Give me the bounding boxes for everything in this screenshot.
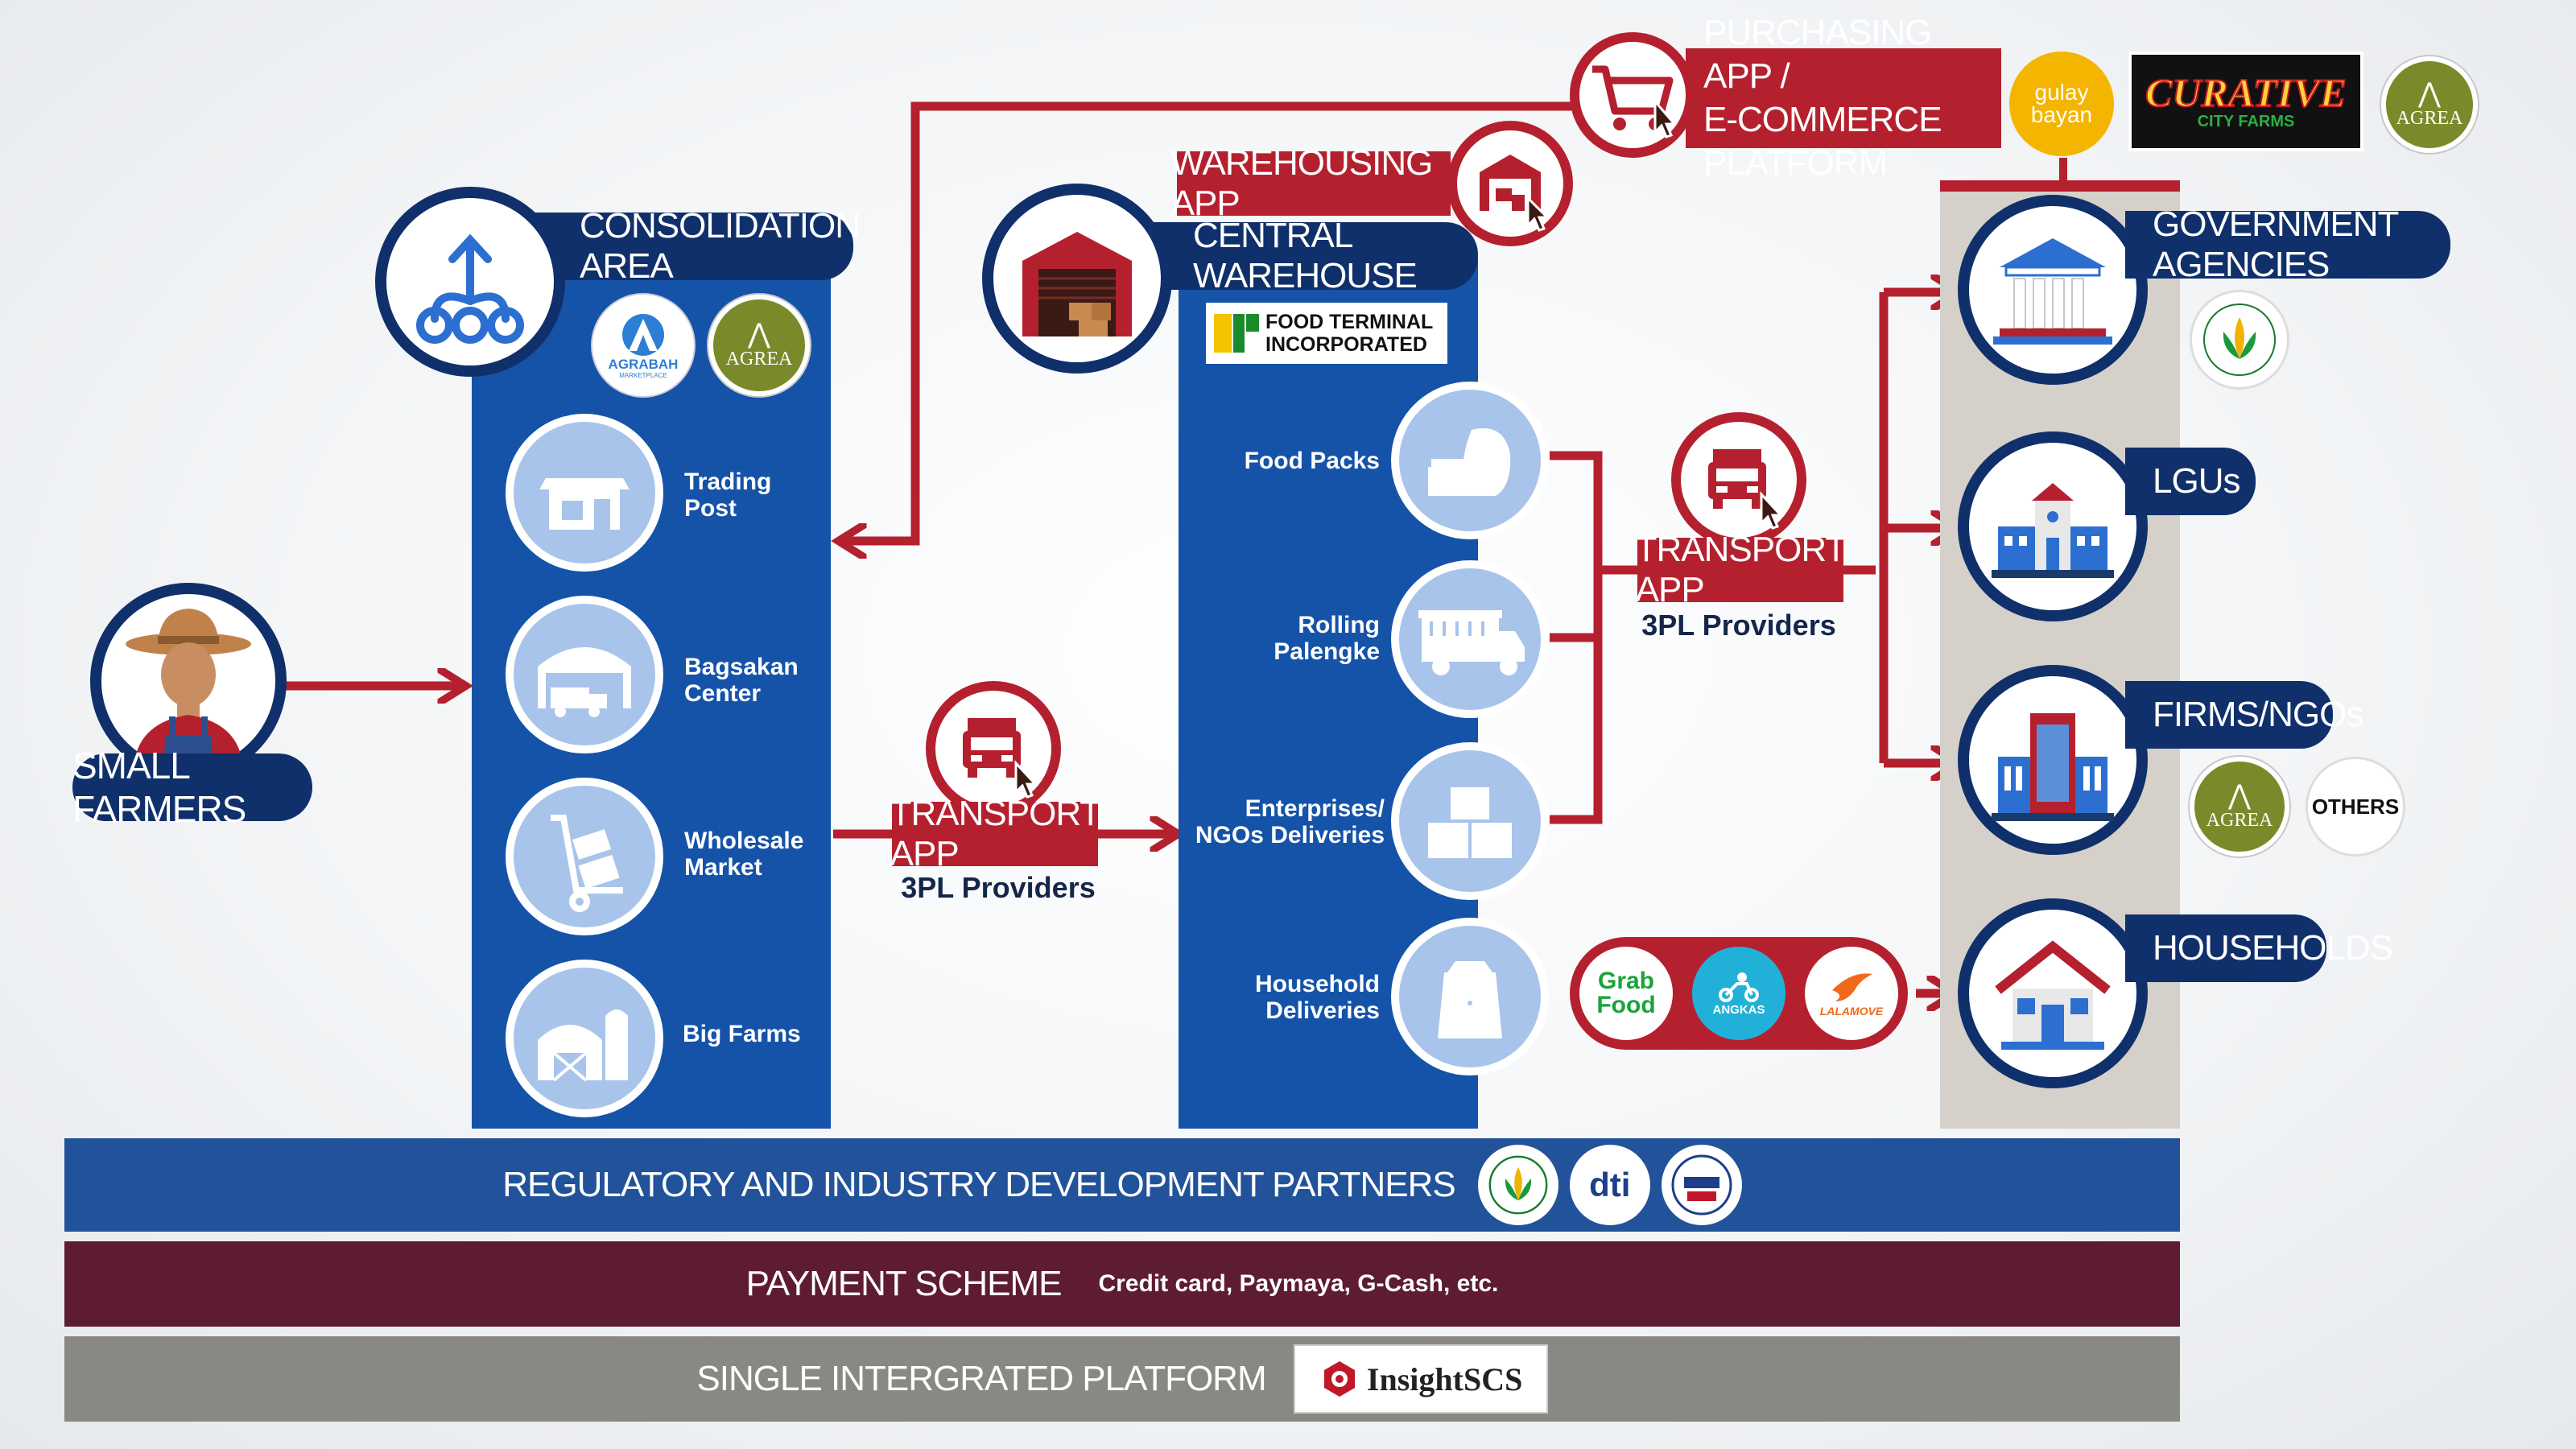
food-text: Food: [1596, 992, 1656, 1018]
wholesale-market-icon: [506, 778, 663, 935]
3pl-providers-right: 3PL Providers: [1641, 609, 1836, 642]
big-farms-icon: [506, 960, 663, 1117]
grabfood-logo[interactable]: Grab Food: [1579, 947, 1673, 1040]
payment-scheme-bar: PAYMENT SCHEME Credit card, Paymaya, G-C…: [64, 1241, 2180, 1327]
dti-logo: dti: [1569, 1145, 1650, 1225]
regulatory-title: REGULATORY AND INDUSTRY DEVELOPMENT PART…: [502, 1165, 1455, 1204]
agrea-text: AGREA: [2206, 809, 2273, 831]
warehousing-app-label: WAREHOUSING APP: [1171, 143, 1451, 223]
bayan-text: bayan: [2030, 102, 2093, 127]
payment-detail: Credit card, Paymaya, G-Cash, etc.: [1098, 1270, 1499, 1297]
trading-post-icon: [506, 414, 663, 572]
agrea-symbol: ⋀: [748, 319, 770, 349]
households-label: HOUSEHOLDS: [2125, 914, 2393, 982]
gulay-text: gulay: [2034, 80, 2089, 105]
agrea-text: AGREA: [2396, 107, 2463, 129]
agrea-symbol: ⋀: [2418, 78, 2441, 109]
food-packs-icon: [1391, 382, 1549, 539]
curative-sub: CITY FARMS: [2197, 112, 2295, 130]
agrabah-sub: MARKETPLACE: [619, 371, 667, 379]
food-terminal-logo: FOOD TERMINAL INCORPORATED: [1206, 303, 1447, 364]
angkas-text: ANGKAS: [1712, 1002, 1765, 1017]
enterprises-deliveries-icon: [1391, 742, 1549, 900]
government-agencies-label: GOVERNMENT AGENCIES: [2125, 204, 2450, 284]
regulatory-partners-bar: REGULATORY AND INDUSTRY DEVELOPMENT PART…: [64, 1138, 2180, 1232]
grab-text: Grab: [1597, 968, 1655, 994]
curative-text: CURATIVE: [2145, 69, 2347, 115]
agrea-logo-firms: ⋀ AGREA: [2190, 757, 2289, 857]
dti-text: dti: [1589, 1166, 1631, 1203]
purchasing-app-icon[interactable]: [1570, 32, 1695, 158]
3pl-providers-left: 3PL Providers: [901, 871, 1096, 904]
agrabah-logo: AGRABAH MARKETPLACE: [592, 295, 694, 396]
gulay-bayan-logo: gulay bayan: [2009, 52, 2114, 156]
agrea-text: AGREA: [725, 348, 793, 369]
lalamove-text: LALAMOVE: [1819, 1005, 1884, 1018]
food-packs-label: Food Packs: [1244, 448, 1380, 474]
agrea-symbol: ⋀: [2228, 780, 2251, 811]
purchasing-line1: PURCHASING APP /: [1703, 13, 1932, 96]
food-terminal-line2: INCORPORATED: [1265, 333, 1427, 356]
agrabah-text: AGRABAH: [608, 356, 679, 372]
rolling-palengke-icon: [1391, 560, 1549, 718]
firms-ngos-icon: [1958, 665, 2148, 855]
payment-title: PAYMENT SCHEME: [745, 1264, 1063, 1303]
da-seal-bottom: [1477, 1145, 1558, 1225]
angkas-logo[interactable]: ANGKAS: [1692, 947, 1785, 1040]
agrea-logo-consolidation: ⋀ AGREA: [708, 295, 810, 396]
platform-bar: SINGLE INTERGRATED PLATFORM InsightSCS: [64, 1336, 2180, 1422]
department-of-agriculture-seal: [2190, 290, 2289, 390]
transport-app-right-label: TRANSPORT APP: [1635, 530, 1847, 609]
big-farms-label: Big Farms: [683, 1021, 801, 1047]
transport-app-right-icon[interactable]: [1671, 412, 1806, 547]
central-warehouse-title: CENTRAL WAREHOUSE: [1143, 216, 1478, 295]
enterprises-deliveries-label: Enterprises/NGOs Deliveries: [1195, 795, 1385, 848]
purchasing-app-label: PURCHASING APP / E-COMMERCE PLATFORM: [1686, 13, 2001, 183]
household-deliveries-icon: [1391, 918, 1549, 1075]
bagsakan-center-icon: [506, 596, 663, 753]
usaid-logo: [1661, 1145, 1742, 1225]
firms-ngos-label: FIRMS/NGOs: [2125, 681, 2363, 749]
connector-top-logos: [2059, 158, 2067, 187]
lalamove-logo[interactable]: LALAMOVE: [1805, 947, 1898, 1040]
households-icon: [1958, 898, 2148, 1088]
small-farmers-label: SMALL FARMERS: [72, 745, 312, 830]
warehouse-icon: [982, 184, 1172, 374]
warehousing-app-icon[interactable]: [1447, 121, 1573, 246]
food-terminal-line1: FOOD TERMINAL: [1265, 311, 1434, 333]
lgus-icon: [1958, 431, 2148, 621]
agrea-logo-top: ⋀ AGREA: [2381, 56, 2478, 153]
purchasing-line2: E-COMMERCE PLATFORM: [1703, 100, 1942, 183]
curative-logo: CURATIVE CITY FARMS: [2128, 52, 2363, 151]
consolidation-icon: [375, 187, 565, 377]
platform-title: SINGLE INTERGRATED PLATFORM: [696, 1359, 1266, 1398]
insightscs-text: InsightSCS: [1366, 1360, 1523, 1397]
transport-app-left-label: TRANSPORT APP: [890, 794, 1102, 873]
government-agencies-icon: [1958, 195, 2148, 385]
others-badge: OTHERS: [2306, 757, 2405, 857]
lgus-label: LGUs: [2125, 448, 2256, 515]
insightscs-logo: InsightSCS: [1293, 1344, 1548, 1414]
